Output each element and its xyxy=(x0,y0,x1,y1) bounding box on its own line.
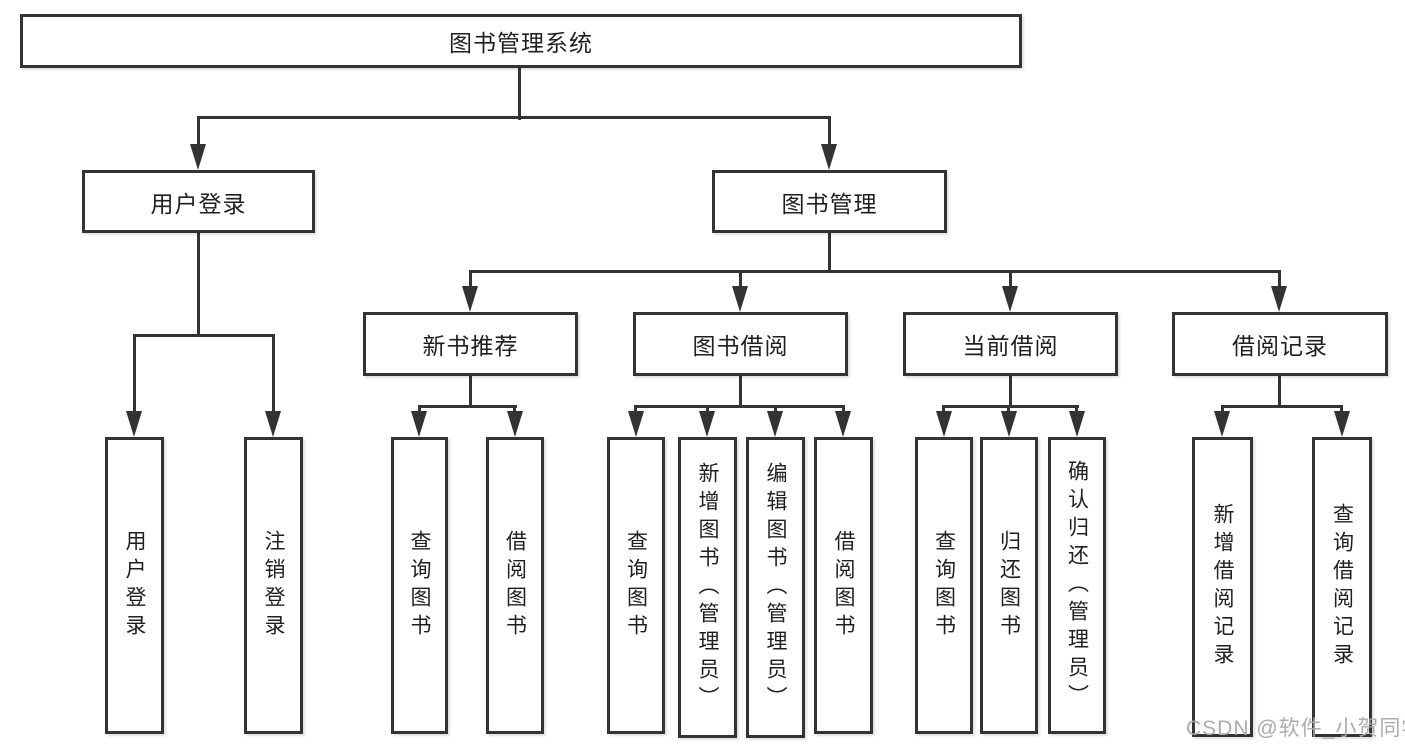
connector-line xyxy=(1221,405,1224,414)
leaf-add-books-admin: 新增图书（管理员） xyxy=(678,437,737,738)
connector-line xyxy=(197,233,200,336)
node-label: 新书推荐 xyxy=(422,333,519,359)
node-label: 用户登录 xyxy=(123,529,146,642)
connector-line xyxy=(1221,405,1343,408)
connector-line xyxy=(469,270,1281,273)
arrow-down-icon xyxy=(936,411,952,437)
node-label: 借阅记录 xyxy=(1232,333,1328,359)
connector-line xyxy=(942,405,945,414)
arrow-down-icon xyxy=(190,144,206,170)
node-label: 图书管理 xyxy=(781,190,878,217)
connector-line xyxy=(828,233,831,272)
arrow-down-icon xyxy=(699,411,715,437)
node-label: 查询图书 xyxy=(932,529,956,642)
node-book-management: 图书管理 xyxy=(712,170,947,233)
node-label: 归还图书 xyxy=(997,529,1021,642)
node-label: 新增借阅记录 xyxy=(1211,503,1234,671)
leaf-borrow-books: 借阅图书 xyxy=(486,437,544,734)
node-user-login: 用户登录 xyxy=(82,170,315,233)
node-label: 查询图书 xyxy=(408,529,431,642)
node-label: 借阅图书 xyxy=(832,529,855,642)
arrow-down-icon xyxy=(732,286,748,312)
arrow-down-icon xyxy=(628,411,644,437)
node-label: 确认归还（管理员） xyxy=(1065,459,1089,712)
node-label: 编辑图书（管理员） xyxy=(764,461,787,714)
node-label: 注销登录 xyxy=(262,529,285,642)
connector-line xyxy=(634,405,845,408)
arrow-down-icon xyxy=(1271,286,1287,312)
leaf-query-books: 查询图书 xyxy=(607,437,665,734)
arrow-down-icon xyxy=(1002,286,1018,312)
connector-line xyxy=(706,405,709,414)
node-current-borrow: 当前借阅 xyxy=(903,312,1118,376)
node-borrow-records: 借阅记录 xyxy=(1172,312,1388,376)
connector-line xyxy=(513,405,516,414)
connector-line xyxy=(942,405,1079,408)
arrow-down-icon xyxy=(835,411,851,437)
node-label: 借阅图书 xyxy=(503,529,527,642)
connector-line xyxy=(739,376,742,407)
arrow-down-icon xyxy=(1334,411,1350,437)
connector-line xyxy=(133,336,136,413)
connector-line xyxy=(1278,376,1281,407)
connector-line xyxy=(828,118,831,148)
node-new-book-recommend: 新书推荐 xyxy=(363,312,578,376)
leaf-user-login: 用户登录 xyxy=(105,437,164,734)
node-label: 当前借阅 xyxy=(962,333,1059,359)
connector-line xyxy=(634,405,637,414)
connector-line xyxy=(197,118,200,148)
csdn-watermark: CSDN @软件_小贺同学 xyxy=(1186,717,1405,740)
arrow-down-icon xyxy=(1001,411,1017,437)
connector-line xyxy=(469,376,472,407)
arrow-down-icon xyxy=(411,411,427,437)
connector-line xyxy=(418,405,517,408)
leaf-query-books: 查询图书 xyxy=(915,437,973,734)
connector-line xyxy=(739,272,742,290)
connector-line xyxy=(1278,272,1281,290)
connector-line xyxy=(1009,272,1012,290)
node-label: 图书借阅 xyxy=(692,333,789,359)
leaf-confirm-return-admin: 确认归还（管理员） xyxy=(1048,437,1106,734)
node-book-borrow: 图书借阅 xyxy=(633,312,848,376)
node-label: 新增图书（管理员） xyxy=(696,461,719,714)
connector-line xyxy=(197,116,831,119)
connector-line xyxy=(1340,405,1343,414)
node-label: 用户登录 xyxy=(150,190,247,217)
node-label: 查询借阅记录 xyxy=(1330,503,1354,671)
leaf-edit-books-admin: 编辑图书（管理员） xyxy=(746,437,805,738)
connector-line xyxy=(842,405,845,414)
arrow-down-icon xyxy=(1069,411,1085,437)
connector-line xyxy=(518,68,521,120)
leaf-query-borrow-record: 查询借阅记录 xyxy=(1312,437,1372,737)
connector-line xyxy=(418,405,421,414)
node-root: 图书管理系统 xyxy=(20,14,1022,68)
leaf-add-borrow-record: 新增借阅记录 xyxy=(1192,437,1253,737)
arrow-down-icon xyxy=(821,144,837,170)
arrow-down-icon xyxy=(265,411,281,437)
leaf-logout: 注销登录 xyxy=(244,437,303,734)
node-label: 图书管理系统 xyxy=(449,30,593,56)
arrow-down-icon xyxy=(1214,411,1230,437)
leaf-borrow-books: 借阅图书 xyxy=(814,437,873,734)
arrow-down-icon xyxy=(767,411,783,437)
connector-line xyxy=(133,334,275,337)
leaf-return-books: 归还图书 xyxy=(980,437,1038,734)
connector-line xyxy=(1009,376,1012,407)
arrow-down-icon xyxy=(507,411,523,437)
connector-line xyxy=(469,272,472,290)
arrow-down-icon xyxy=(126,411,142,437)
connector-line xyxy=(1007,405,1010,414)
leaf-query-books: 查询图书 xyxy=(391,437,448,734)
connector-line xyxy=(1075,405,1078,414)
arrow-down-icon xyxy=(462,286,478,312)
node-label: 查询图书 xyxy=(624,529,648,642)
connector-line xyxy=(774,405,777,414)
connector-line xyxy=(272,336,275,413)
